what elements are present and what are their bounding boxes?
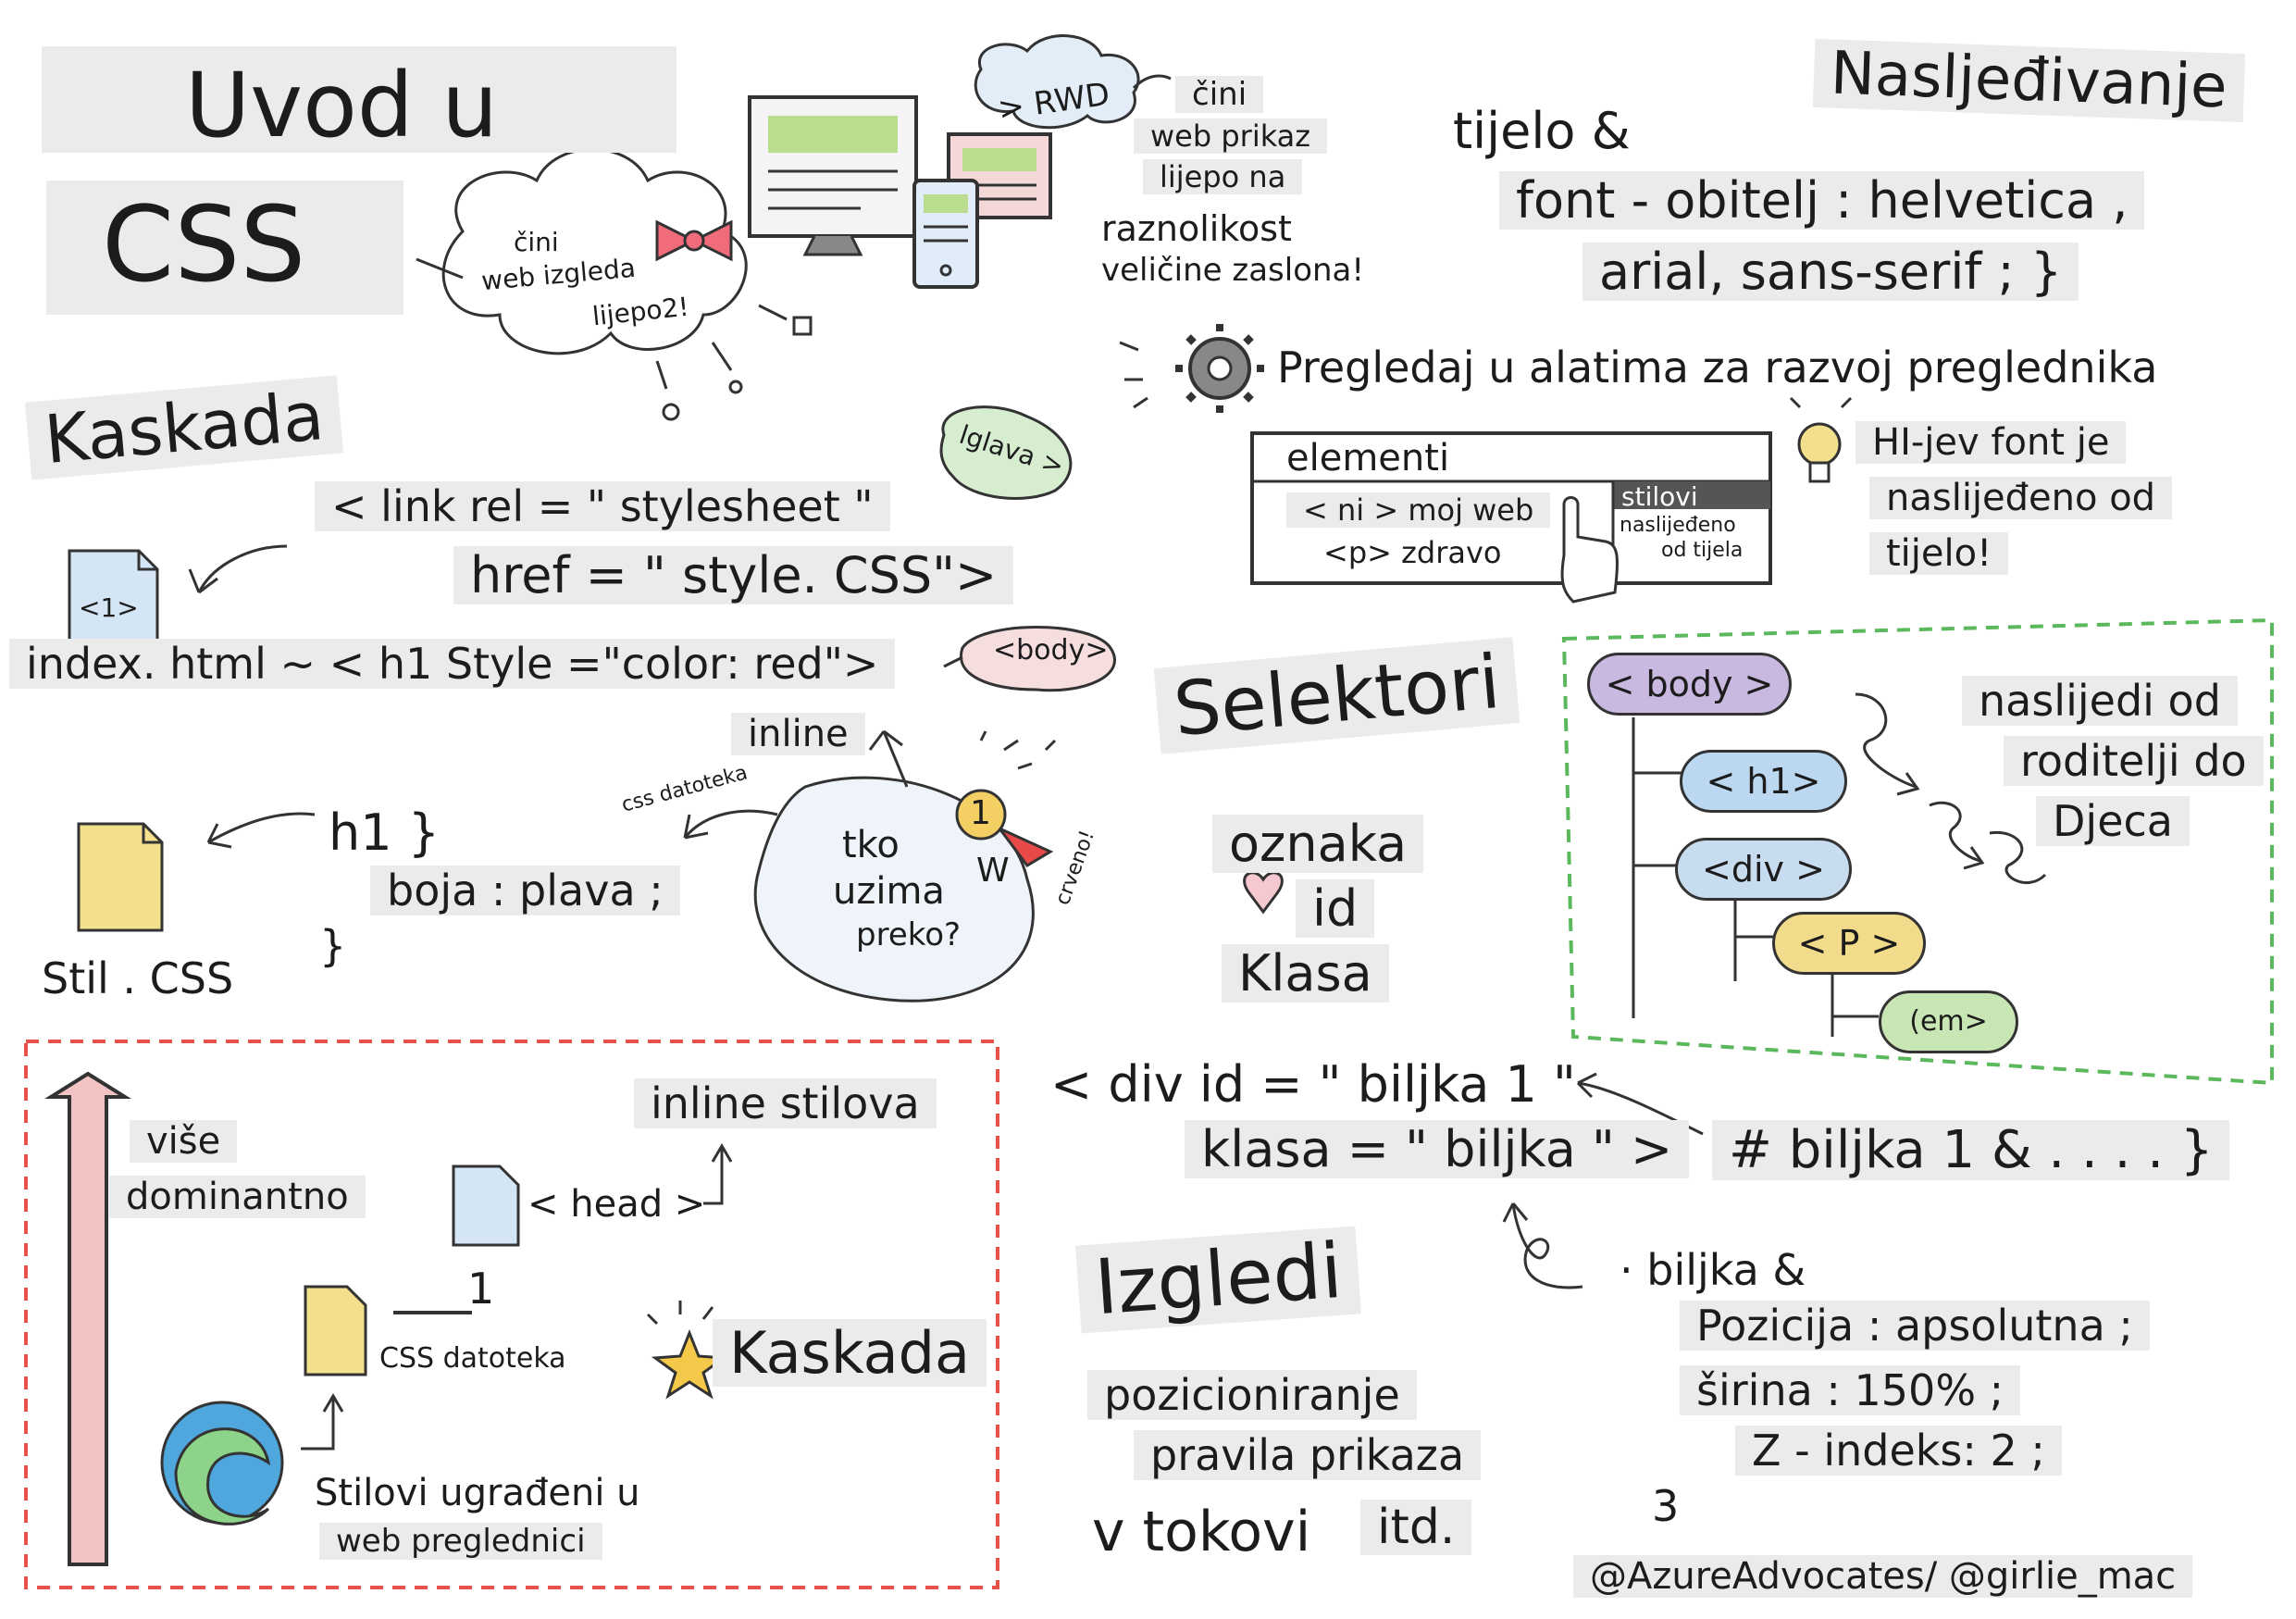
link-tag-line1: < link rel = " stylesheet " [315,481,890,531]
tree-em-tag: (em> [1879,990,2018,1053]
rwd-line4: raznolikost [1101,208,1292,249]
css-file-icon [77,822,164,932]
layout-item3: v tokovi [1092,1500,1311,1564]
priority-more-line1: više [130,1120,238,1163]
rwd-cloud-shape [974,34,1140,130]
class-rule-line4: Z - indeks: 2 ; [1735,1426,2062,1476]
priority-arrow-icon [44,1071,131,1566]
tree-note-line3: Djeca [2036,796,2190,846]
winner-line3: preko? [856,916,962,953]
rwd-line5: veličine zaslona! [1101,252,1365,289]
medal-number: 1 [970,794,991,832]
inheritance-line1: tijelo & [1453,102,1631,160]
body-bubble-shape [960,626,1116,692]
link-tag-line2: href = " style. CSS"> [453,546,1014,604]
winner-line2: uzima [833,870,945,913]
css-rule-line2: boja : plava ; [370,866,680,915]
rwd-line1: čini [1175,76,1264,113]
priority-browser-line1: Stilovi ugrađeni u [315,1472,640,1514]
selector-item2: id [1296,879,1375,938]
class-rule-line1: · biljka & [1620,1245,1806,1295]
devices-icon [748,95,1052,289]
inherit-note-line2: naslijeđeno od [1869,477,2173,519]
layout-item1: pozicioniranje [1087,1370,1417,1420]
medal-icon [955,789,1007,841]
html-file-label: <1> [79,592,139,623]
rwd-line3: lijepo na [1143,159,1303,194]
css-rule-line3: } [319,921,347,971]
div-code-line2: klasa = " biljka " > [1185,1120,1690,1178]
class-rule-line5: 3 [1652,1481,1680,1531]
cloud-left-shape [441,147,748,355]
cloud-left-line1: čini [514,227,559,257]
lightbulb-icon [1789,396,1853,483]
inheritance-line3: arial, sans-serif ; } [1582,243,2079,301]
priority-more-line2: dominantno [109,1176,366,1218]
inline-code: index. html ~ < h1 Style ="color: red"> [9,639,896,689]
devtools-node-ni[interactable]: < ni > moj web [1286,492,1551,528]
tree-note-line1: naslijedi od [1962,676,2238,726]
inspect-text: Pregledaj u alatima za razvoj preglednik… [1277,342,2158,392]
head-file-icon [452,1164,520,1247]
priority-browser-line2: web preglednici [319,1523,602,1560]
page-title-line2: CSS [102,185,306,305]
selector-item3: Klasa [1222,944,1389,1003]
winner-line1: tko [842,824,900,866]
layout-item2: pravila prikaza [1134,1430,1482,1480]
devtools-inherited-line2: od tijela [1661,539,1744,562]
selector-item1: oznaka [1212,815,1424,873]
devtools-node-p[interactable]: <p> zdravo [1323,535,1502,570]
tree-body-tag: < body > [1587,653,1792,716]
css-datoteka-file-icon [304,1285,367,1376]
inherit-note-line1: HI-jev font je [1855,421,2127,464]
page-title-line1: Uvod u [185,54,499,157]
priority-inline-styles: inline stilova [634,1078,937,1128]
priority-box-frame [24,1040,999,1589]
div-code-line1: < div id = " biljka 1 " [1050,1055,1576,1114]
priority-cascade: Kaskada [713,1319,987,1387]
head-bubble-shape [939,405,1073,500]
inline-label: inline [731,713,865,755]
rwd-line2: web prikaz [1134,118,1328,154]
class-rule-line2: Pozicija : apsolutna ; [1680,1301,2150,1351]
tree-note-line2: roditelji do [2004,736,2264,786]
id-rule: # biljka 1 & . . . . } [1712,1120,2230,1180]
inheritance-line2: font - obitelj : helvetica , [1499,171,2145,230]
edge-browser-icon [160,1401,284,1526]
medal-w: W [976,852,1010,890]
priority-head-number: 1 [467,1264,495,1314]
css-rule-line1: h1 } [329,803,441,862]
gear-icon [1175,324,1264,413]
heart-icon [1243,871,1284,915]
priority-head: < head > [527,1183,706,1226]
class-rule-line3: širina : 150% ; [1680,1365,2021,1415]
tree-box-frame [1561,617,2274,1086]
devtools-inherited-line1: naslijeđeno [1620,514,1736,537]
hand-pointer-icon [1560,496,1620,604]
credit-text: @AzureAdvocates/ @girlie_mac [1573,1555,2193,1598]
tree-p-tag: < P > [1772,912,1926,975]
html-file-icon [68,549,159,654]
inherit-note-line3: tijelo! [1869,532,2009,575]
body-bubble-text: <body> [993,634,1109,666]
layout-item4: itd. [1360,1500,1472,1555]
css-file-name: Stil . CSS [42,953,234,1003]
priority-css-file: CSS datoteka [379,1342,566,1375]
devtools-styles-tab[interactable]: stilovi [1621,481,1698,512]
tree-div-tag: <div > [1675,838,1852,901]
devtools-elements-tab[interactable]: elementi [1286,437,1450,479]
tree-h1-tag: < h1> [1680,750,1847,813]
